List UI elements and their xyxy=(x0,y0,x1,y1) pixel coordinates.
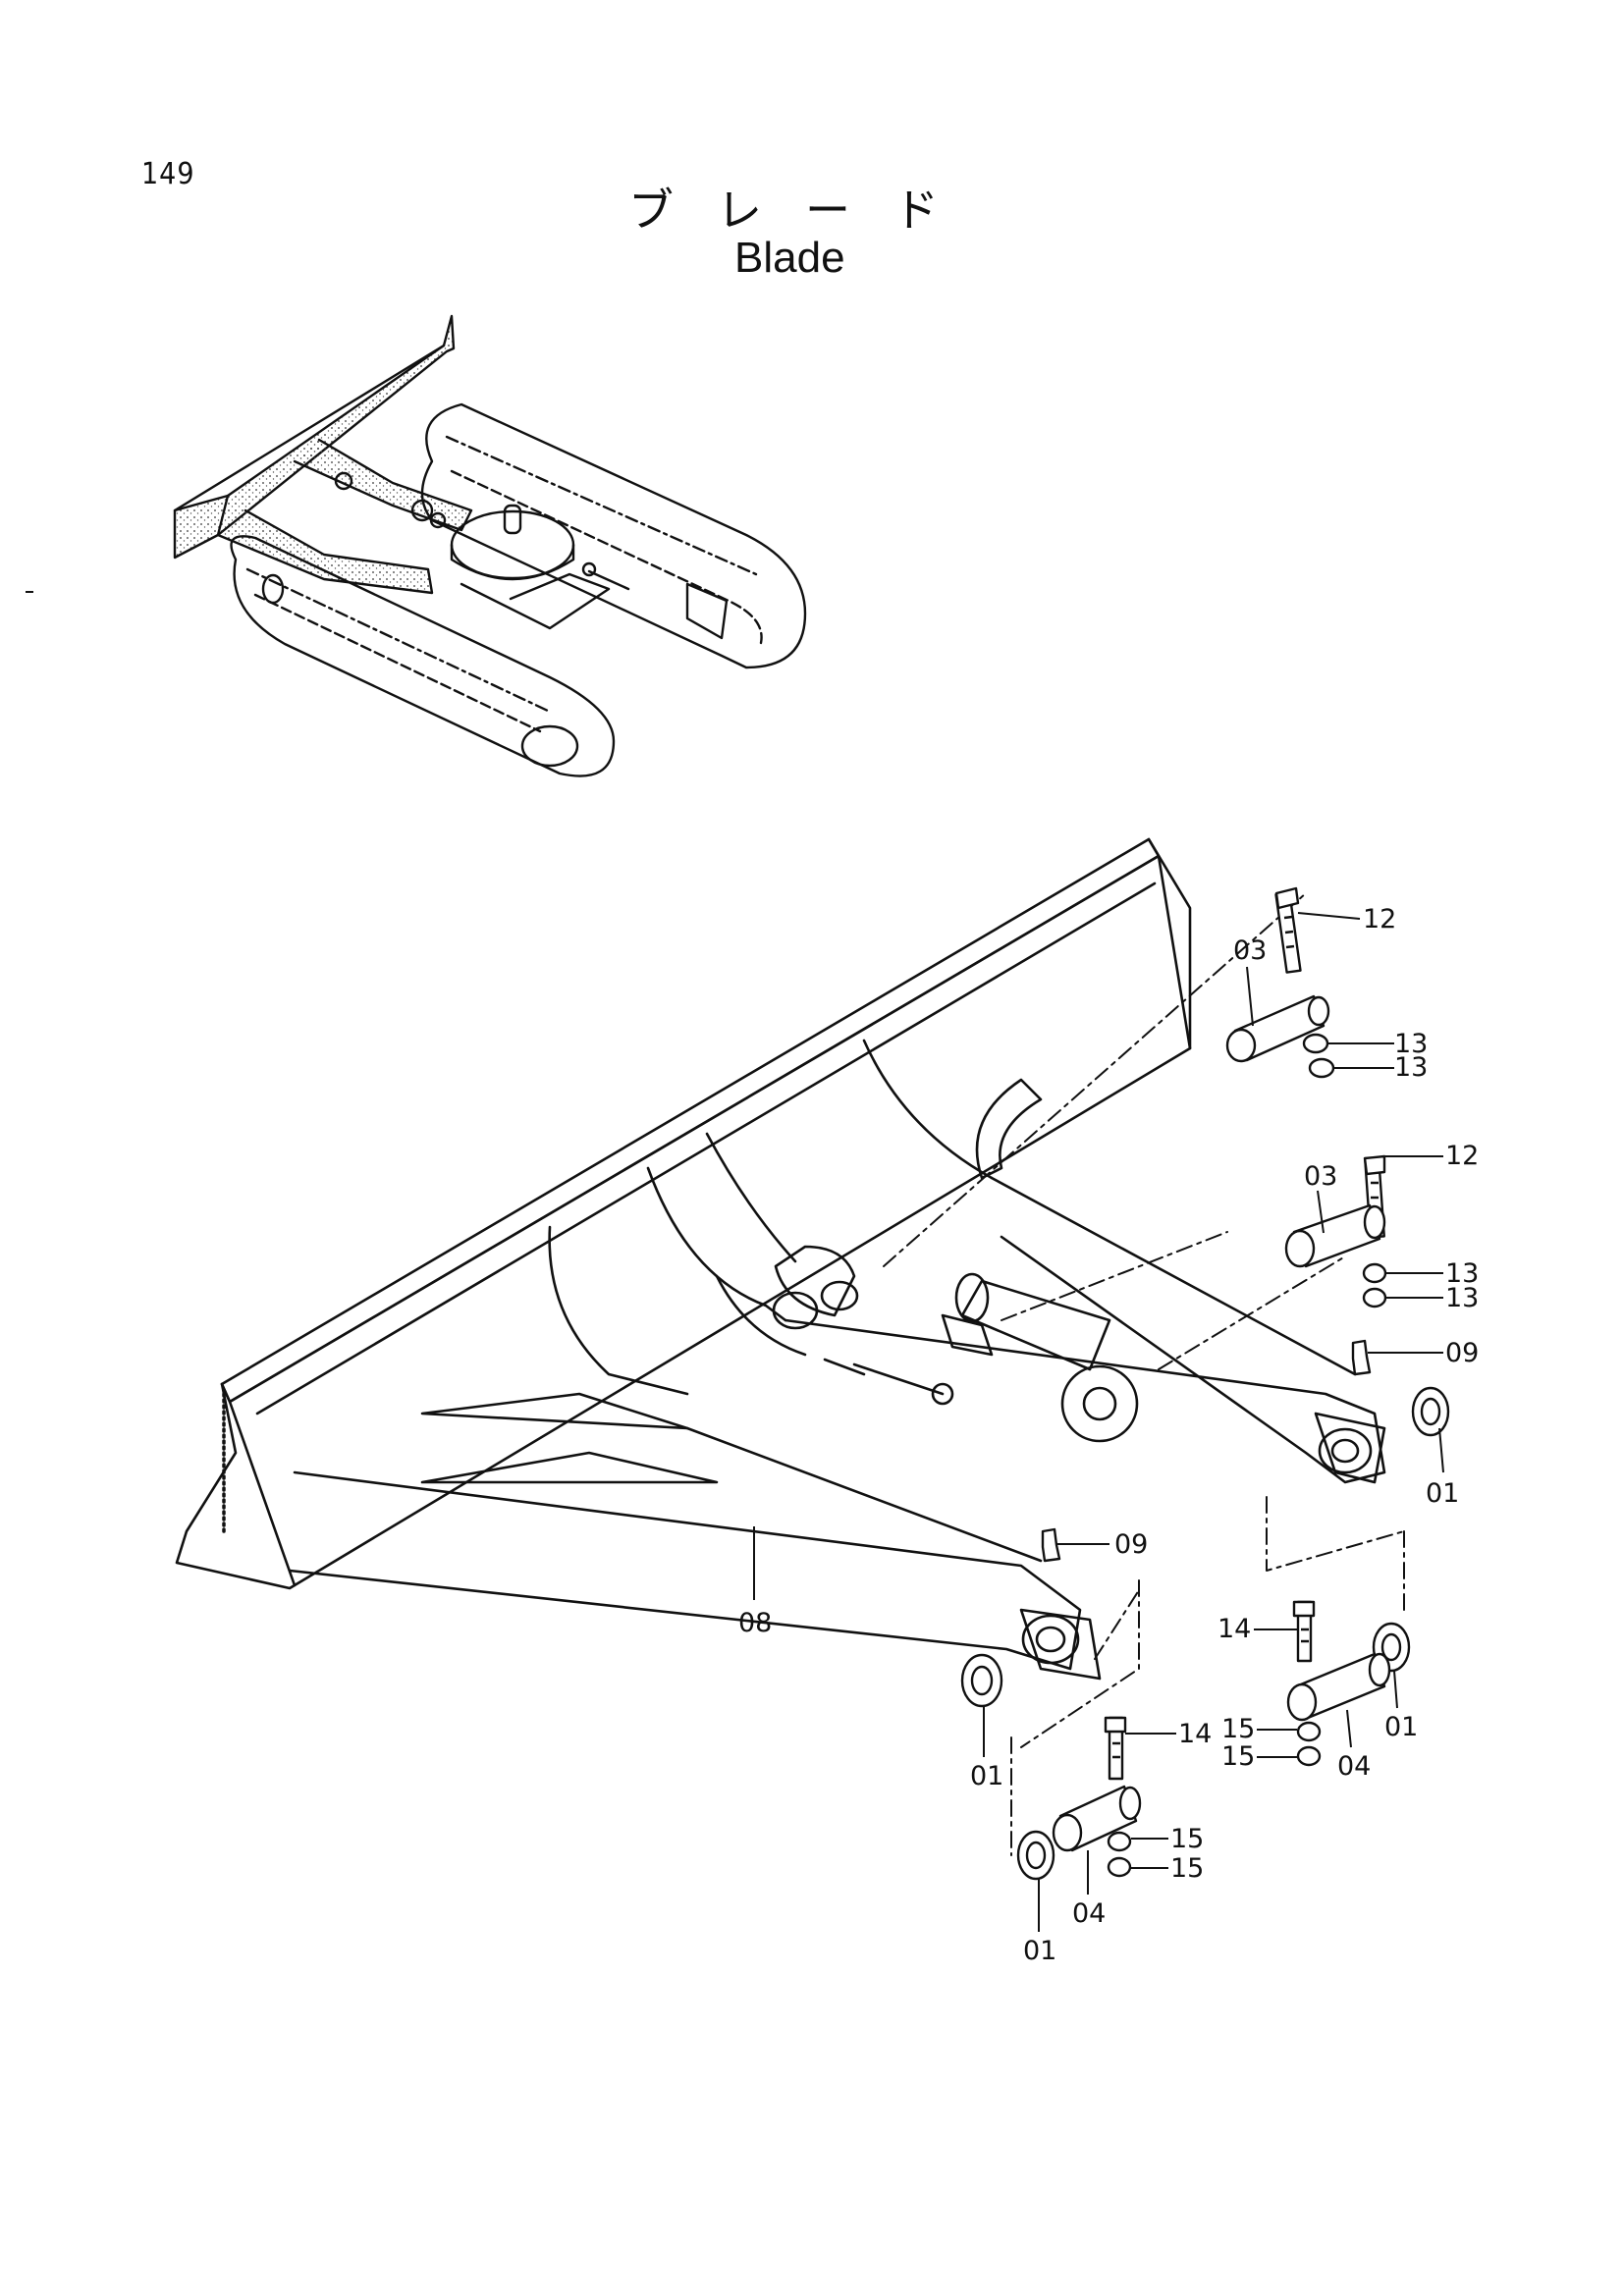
title-english: Blade xyxy=(734,234,845,282)
seal-01-left-upper xyxy=(960,1653,1003,1708)
overview-arm-right xyxy=(293,438,473,532)
callout-14-left: 14 xyxy=(1178,1719,1212,1749)
pin-03-middle xyxy=(1284,1203,1386,1268)
bolt-14-right xyxy=(1292,1600,1316,1663)
overview-machine-illustration xyxy=(173,314,807,777)
grease-fitting-09-right xyxy=(1351,1339,1372,1376)
title-japanese: ブレード xyxy=(628,184,982,237)
callout-13-middle-a: 13 xyxy=(1445,1258,1479,1289)
callout-15-right-a: 15 xyxy=(1221,1714,1255,1744)
blade-face xyxy=(220,854,1192,1587)
loose-parts xyxy=(960,886,1450,1881)
nut-13-middle-b xyxy=(1362,1287,1387,1308)
push-arm-right xyxy=(784,1235,1386,1484)
callout-15-left-b: 15 xyxy=(1170,1853,1204,1884)
callout-03-middle: 03 xyxy=(1304,1161,1337,1192)
callout-01-left-lower: 01 xyxy=(1023,1936,1056,1966)
pin-04-right xyxy=(1286,1652,1391,1722)
callout-01-right-lower: 01 xyxy=(1384,1712,1418,1742)
callout-leaders xyxy=(753,912,1444,1932)
callout-04-right: 04 xyxy=(1337,1751,1371,1782)
seal-01-right-upper xyxy=(1411,1386,1450,1437)
overview-arm-left xyxy=(216,508,434,595)
pin-04-left xyxy=(1052,1785,1142,1852)
overview-turntable xyxy=(450,509,575,580)
callout-15-left-a: 15 xyxy=(1170,1824,1204,1854)
overview-track-left xyxy=(230,535,616,777)
callout-12-middle: 12 xyxy=(1445,1141,1479,1171)
callout-08-push-arm: 08 xyxy=(738,1608,772,1638)
nut-13-upper-b xyxy=(1308,1057,1335,1079)
nut-15-right-b xyxy=(1296,1745,1322,1767)
callout-01-right-upper: 01 xyxy=(1426,1478,1459,1509)
callout-labels: 12 03 13 13 12 03 13 13 09 01 09 08 14 1… xyxy=(738,904,1479,1966)
nut-15-right-a xyxy=(1296,1721,1322,1742)
blade-gusset-lower xyxy=(420,1451,719,1484)
nut-13-upper-a xyxy=(1302,1033,1329,1054)
lift-cylinder xyxy=(960,1279,1111,1371)
callout-14-right: 14 xyxy=(1217,1614,1251,1644)
callout-13-upper-a: 13 xyxy=(1394,1029,1428,1059)
cylinder-eye xyxy=(1060,1364,1139,1443)
blade-assembly-illustration xyxy=(175,837,1405,1856)
nut-15-left-a xyxy=(1107,1831,1132,1852)
callout-01-left-upper: 01 xyxy=(970,1761,1003,1791)
nut-15-left-b xyxy=(1107,1856,1132,1878)
blade-gusset-upper xyxy=(420,1392,689,1430)
blade-rib-3 xyxy=(705,1132,797,1263)
overview-blade xyxy=(173,314,456,560)
bolt-12-upper xyxy=(1274,886,1302,974)
pin-03-upper xyxy=(1225,994,1330,1063)
grease-fitting-09-left xyxy=(1041,1527,1061,1563)
callout-13-middle-b: 13 xyxy=(1445,1283,1479,1313)
callout-13-upper-b: 13 xyxy=(1394,1052,1428,1083)
center-bracket xyxy=(774,1245,856,1317)
blade-rib-2 xyxy=(646,1166,787,1322)
callout-03-upper: 03 xyxy=(1233,935,1267,966)
callout-09-right: 09 xyxy=(1445,1338,1479,1368)
arm-end-bore-left xyxy=(1021,1614,1080,1665)
callout-09-left: 09 xyxy=(1114,1529,1148,1560)
margin-tick xyxy=(26,591,33,593)
arm-end-bore-right xyxy=(1318,1427,1373,1474)
callout-15-right-b: 15 xyxy=(1221,1741,1255,1772)
blade-top-edge xyxy=(220,837,1161,1404)
seal-01-left-lower xyxy=(1016,1830,1055,1881)
callout-12-upper: 12 xyxy=(1363,904,1396,934)
nut-13-middle-a xyxy=(1362,1262,1387,1284)
callout-04-left: 04 xyxy=(1072,1898,1106,1929)
push-arm-left xyxy=(288,1470,1082,1671)
blade-rib-4 xyxy=(862,1039,994,1180)
page-number: 149 xyxy=(141,157,195,191)
bolt-14-left xyxy=(1104,1716,1127,1781)
overview-track-right xyxy=(420,402,807,669)
blade-rib-1 xyxy=(548,1225,689,1396)
